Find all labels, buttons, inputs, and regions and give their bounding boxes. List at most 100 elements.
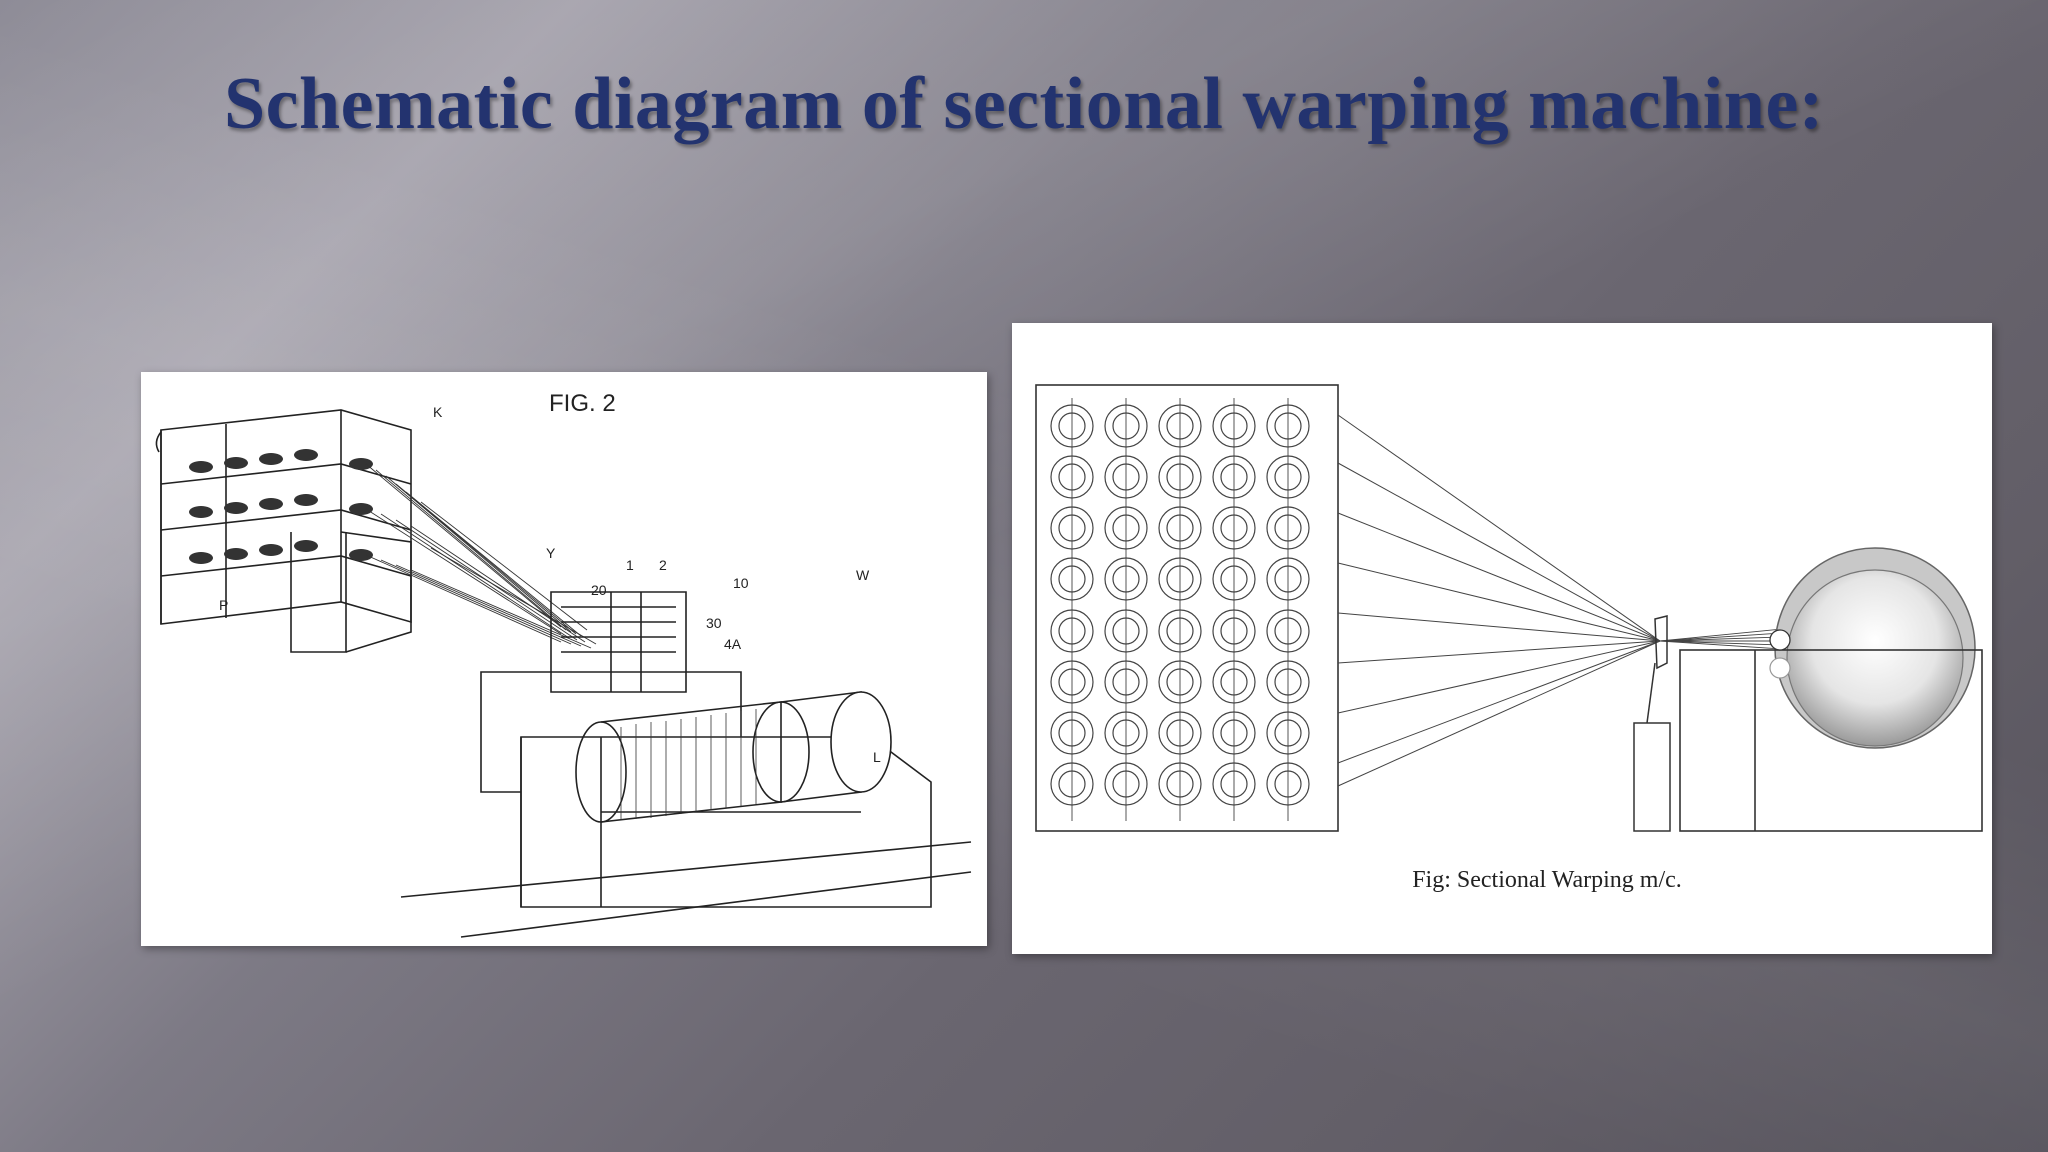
slide-title: Schematic diagram of sectional warping m… bbox=[224, 63, 1824, 145]
yarn-package bbox=[1220, 617, 1248, 645]
yarn-package bbox=[1212, 455, 1256, 499]
yarn-to-drum-line bbox=[1659, 632, 1783, 642]
yarn-package bbox=[1266, 711, 1310, 755]
warping-drum bbox=[1679, 547, 1983, 832]
schematic-caption: Fig: Sectional Warping m/c. bbox=[1412, 867, 1682, 893]
yarn-package bbox=[1058, 770, 1086, 798]
yarn-package bbox=[1058, 463, 1086, 491]
creel-frame bbox=[155, 409, 412, 653]
yarn-package bbox=[1166, 514, 1194, 542]
yarn-package bbox=[1050, 711, 1094, 755]
creel-box bbox=[1035, 384, 1339, 832]
yarn-package bbox=[1212, 404, 1256, 448]
creel-packages bbox=[1050, 398, 1310, 821]
yarn-package bbox=[1274, 463, 1302, 491]
yarn-package bbox=[1112, 463, 1140, 491]
yarn-package bbox=[1274, 617, 1302, 645]
label-w: W bbox=[856, 567, 870, 583]
yarn-to-drum-line bbox=[1659, 628, 1783, 642]
yarn-line bbox=[1337, 640, 1661, 664]
yarn-package bbox=[1104, 711, 1148, 755]
yarn-to-drum-line bbox=[1659, 640, 1783, 646]
yarn-package bbox=[1158, 455, 1202, 499]
yarn-package bbox=[1266, 609, 1310, 653]
yarn-package bbox=[1104, 506, 1148, 550]
label-2: 2 bbox=[659, 557, 667, 573]
yarn-package bbox=[1166, 719, 1194, 747]
yarn-package bbox=[1104, 404, 1148, 448]
yarn-line bbox=[1337, 512, 1661, 642]
reed-stand bbox=[1633, 615, 1671, 832]
yarn-package bbox=[1158, 404, 1202, 448]
yarn-package bbox=[1166, 617, 1194, 645]
yarn-package bbox=[1274, 412, 1302, 440]
yarn-package bbox=[1104, 455, 1148, 499]
yarn-line bbox=[1337, 640, 1661, 714]
yarn-package bbox=[1158, 609, 1202, 653]
yarn-package bbox=[1220, 719, 1248, 747]
yarn-package bbox=[1050, 506, 1094, 550]
yarn-to-drum-line bbox=[1659, 636, 1783, 642]
schematic-figure-panel: Fig: Sectional Warping m/c. bbox=[1012, 323, 1992, 954]
yarn-package bbox=[1166, 463, 1194, 491]
yarn-package bbox=[1166, 668, 1194, 696]
yarn-package bbox=[1112, 617, 1140, 645]
yarn-package bbox=[1212, 557, 1256, 601]
yarn-package bbox=[1166, 565, 1194, 593]
yarn-package bbox=[1212, 506, 1256, 550]
yarn-package bbox=[1112, 770, 1140, 798]
figure-heading: FIG. 2 bbox=[549, 390, 616, 417]
yarn-package bbox=[1058, 412, 1086, 440]
yarn-line bbox=[1337, 640, 1661, 764]
yarn-package bbox=[1220, 412, 1248, 440]
yarn-package bbox=[1274, 565, 1302, 593]
yarn-package bbox=[1112, 514, 1140, 542]
yarn-package bbox=[1050, 609, 1094, 653]
yarn-package bbox=[1274, 514, 1302, 542]
yarn-package bbox=[1158, 762, 1202, 806]
yarn-package bbox=[1112, 412, 1140, 440]
yarn-package bbox=[1050, 557, 1094, 601]
yarn-package bbox=[1058, 514, 1086, 542]
yarn-package bbox=[1104, 762, 1148, 806]
yarn-package bbox=[1158, 660, 1202, 704]
yarn-package bbox=[1158, 557, 1202, 601]
yarn-package bbox=[1112, 668, 1140, 696]
label-30: 30 bbox=[706, 615, 722, 631]
warping-machine bbox=[400, 591, 972, 938]
yarn-package bbox=[1050, 762, 1094, 806]
creel-bobbins bbox=[189, 449, 373, 564]
yarn-package bbox=[1104, 557, 1148, 601]
yarn-line bbox=[1337, 612, 1661, 642]
label-y: Y bbox=[546, 545, 556, 561]
yarn-line bbox=[1337, 640, 1661, 787]
label-l: L bbox=[873, 749, 881, 765]
yarn-package bbox=[1112, 565, 1140, 593]
yarn-package bbox=[1104, 609, 1148, 653]
drum-windings bbox=[620, 709, 757, 820]
yarn-package bbox=[1266, 455, 1310, 499]
yarn-package bbox=[1266, 762, 1310, 806]
yarn-package bbox=[1274, 719, 1302, 747]
label-10: 10 bbox=[733, 575, 749, 591]
yarn-package bbox=[1212, 711, 1256, 755]
yarn-package bbox=[1050, 404, 1094, 448]
yarn-package bbox=[1266, 660, 1310, 704]
yarn-package bbox=[1058, 617, 1086, 645]
yarn-package bbox=[1220, 463, 1248, 491]
yarn-package bbox=[1220, 514, 1248, 542]
label-20: 20 bbox=[591, 582, 607, 598]
yarn-package bbox=[1220, 770, 1248, 798]
label-1: 1 bbox=[626, 557, 634, 573]
yarn-package bbox=[1220, 668, 1248, 696]
part-labels: K Y P 1 2 10 20 30 4A W L bbox=[219, 404, 881, 765]
yarn-package bbox=[1266, 404, 1310, 448]
yarn-package bbox=[1158, 506, 1202, 550]
yarn-line bbox=[1337, 414, 1661, 642]
yarn-package bbox=[1166, 412, 1194, 440]
label-p: P bbox=[219, 597, 228, 613]
yarn-package bbox=[1212, 609, 1256, 653]
yarn-package bbox=[1166, 770, 1194, 798]
yarn-package bbox=[1274, 668, 1302, 696]
yarn-package bbox=[1266, 557, 1310, 601]
